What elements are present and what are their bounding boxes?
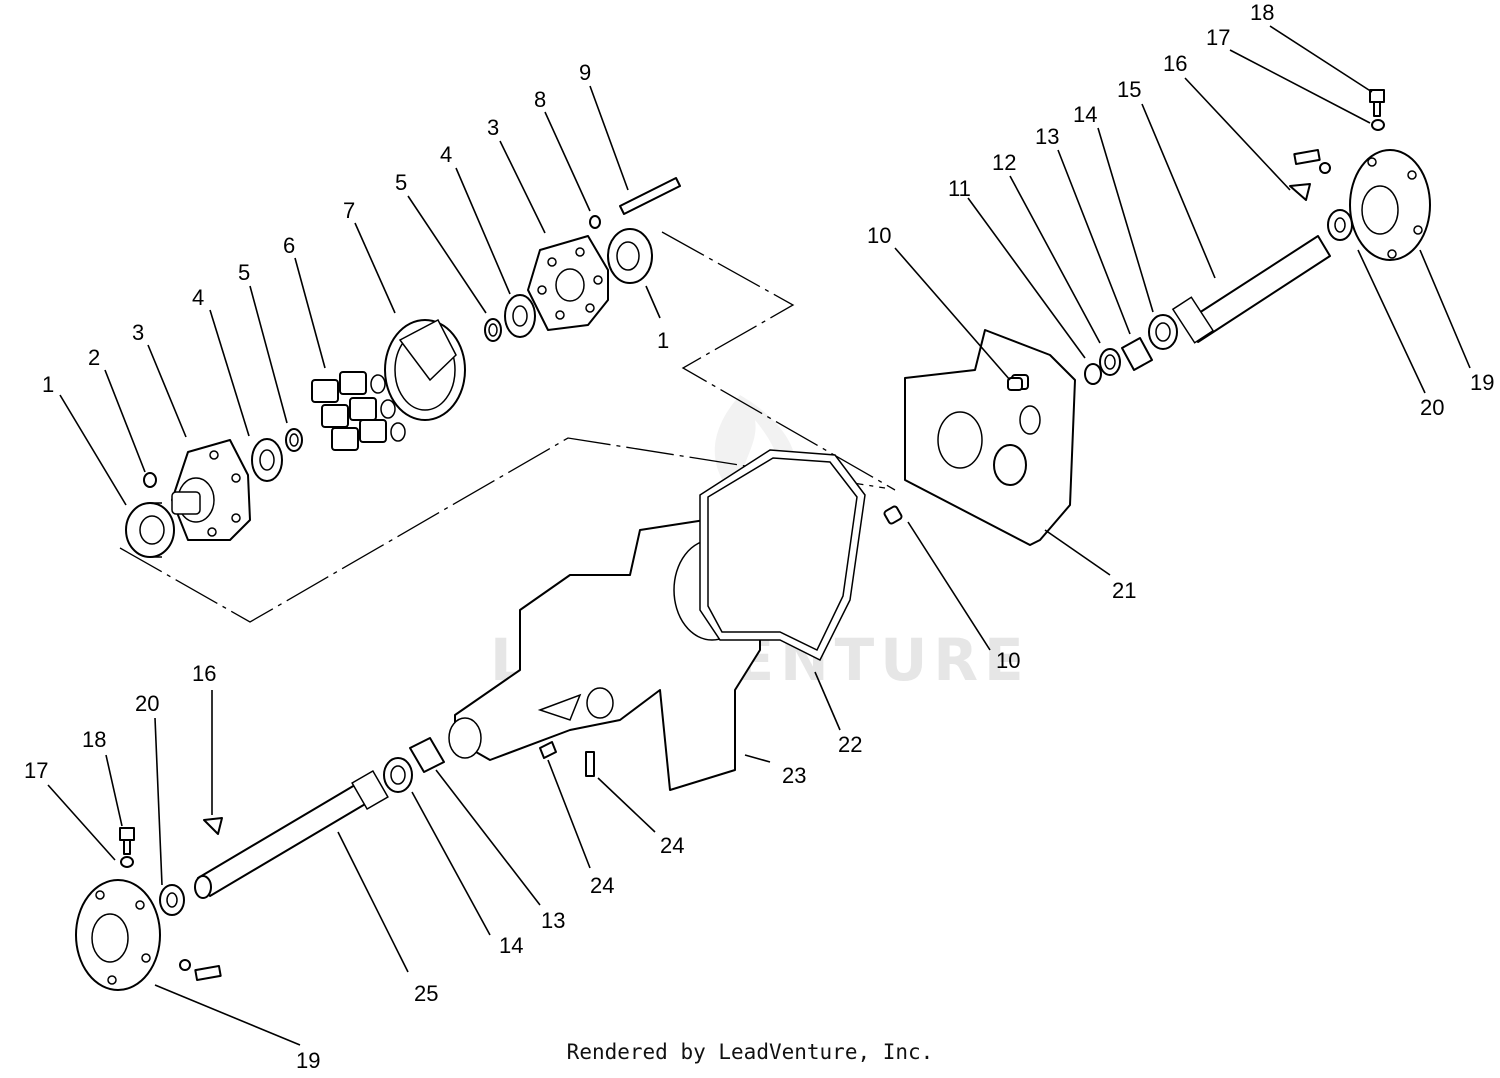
snap-ring-left <box>285 428 303 452</box>
callout-7: 7 <box>343 198 355 223</box>
callout-14: 14 <box>1073 102 1097 127</box>
callout-3: 3 <box>487 115 499 140</box>
callout-4: 4 <box>192 285 204 310</box>
washer-12 <box>1099 348 1121 376</box>
callout-10: 10 <box>867 223 891 248</box>
alignment-lines <box>119 231 896 623</box>
callout-9: 9 <box>579 60 591 85</box>
callout-16: 16 <box>192 661 216 686</box>
callout-8: 8 <box>534 87 546 112</box>
bearing-14-upper <box>1148 314 1178 350</box>
callout-3: 3 <box>132 320 144 345</box>
transaxle-cover <box>904 329 1076 546</box>
sun-gear-left <box>251 438 283 482</box>
callout-2: 2 <box>88 345 100 370</box>
callout-20: 20 <box>1420 395 1444 420</box>
callout-10: 10 <box>996 648 1020 673</box>
dowel-pin-10-lower <box>883 505 903 525</box>
snap-ring-right <box>484 318 502 342</box>
callout-20: 20 <box>135 691 159 716</box>
key-16-upper <box>1289 183 1311 201</box>
callout-1: 1 <box>42 372 54 397</box>
bearing-left <box>125 502 175 558</box>
callout-5: 5 <box>238 260 250 285</box>
callout-24: 24 <box>590 873 614 898</box>
carrier-plate-left <box>171 439 251 541</box>
callout-15: 15 <box>1117 77 1141 102</box>
spacer-13-upper <box>1121 337 1153 371</box>
callout-13: 13 <box>541 908 565 933</box>
bolt-18-upper <box>1369 89 1385 117</box>
lockwasher-17-lower <box>120 856 134 868</box>
callout-5: 5 <box>395 170 407 195</box>
hub-19-lower <box>75 879 161 991</box>
callout-11: 11 <box>948 176 971 201</box>
bolt-side-upper <box>1293 148 1331 174</box>
dowel-pin-10-upper <box>1007 377 1023 391</box>
callout-14: 14 <box>499 933 523 958</box>
callout-6: 6 <box>283 233 295 258</box>
screw-24a <box>539 741 557 759</box>
gasket-22 <box>699 449 866 662</box>
callout-18: 18 <box>1250 0 1274 25</box>
washer-20-lower <box>159 884 185 916</box>
nut-11 <box>1084 363 1102 385</box>
planet-gears <box>311 371 406 451</box>
screw-24b <box>585 751 595 777</box>
callout-19: 19 <box>1470 370 1494 395</box>
hub-19-upper <box>1349 149 1431 261</box>
leader-lines <box>47 25 1471 1046</box>
callout-23: 23 <box>782 763 806 788</box>
callout-12: 12 <box>992 150 1016 175</box>
callout-17: 17 <box>24 758 48 783</box>
callout-4: 4 <box>440 142 452 167</box>
callout-17: 17 <box>1206 25 1230 50</box>
sun-gear-right <box>504 294 536 338</box>
bolt-side-lower <box>179 959 222 982</box>
callout-16: 16 <box>1163 51 1187 76</box>
spacer-13-lower <box>409 737 445 773</box>
callout-18: 18 <box>82 727 106 752</box>
bolt-18-lower <box>119 827 135 855</box>
callout-21: 21 <box>1112 578 1136 603</box>
bearing-right-upper <box>607 228 653 284</box>
callout-22: 22 <box>838 732 862 757</box>
ring-gear <box>384 318 466 421</box>
bearing-14-lower <box>383 757 413 793</box>
lockwasher-17-upper <box>1371 119 1385 131</box>
nut-2 <box>143 472 157 488</box>
carrier-plate-right <box>527 235 609 331</box>
callout-24: 24 <box>660 833 684 858</box>
render-credit: Rendered by LeadVenture, Inc. <box>566 1040 934 1064</box>
callout-13: 13 <box>1035 124 1059 149</box>
callout-1: 1 <box>657 328 669 353</box>
axle-shaft-15 <box>1171 235 1331 344</box>
axle-shaft-25 <box>194 769 389 899</box>
callout-labels: 1 2 3 4 5 6 7 5 4 3 8 9 1 10 11 12 13 14… <box>24 0 1494 1073</box>
bolt-9 <box>619 177 681 215</box>
callout-25: 25 <box>414 981 438 1006</box>
washer-8 <box>589 215 601 229</box>
washer-20-upper <box>1327 209 1353 241</box>
callout-19: 19 <box>296 1048 320 1073</box>
key-16-lower <box>203 817 223 835</box>
